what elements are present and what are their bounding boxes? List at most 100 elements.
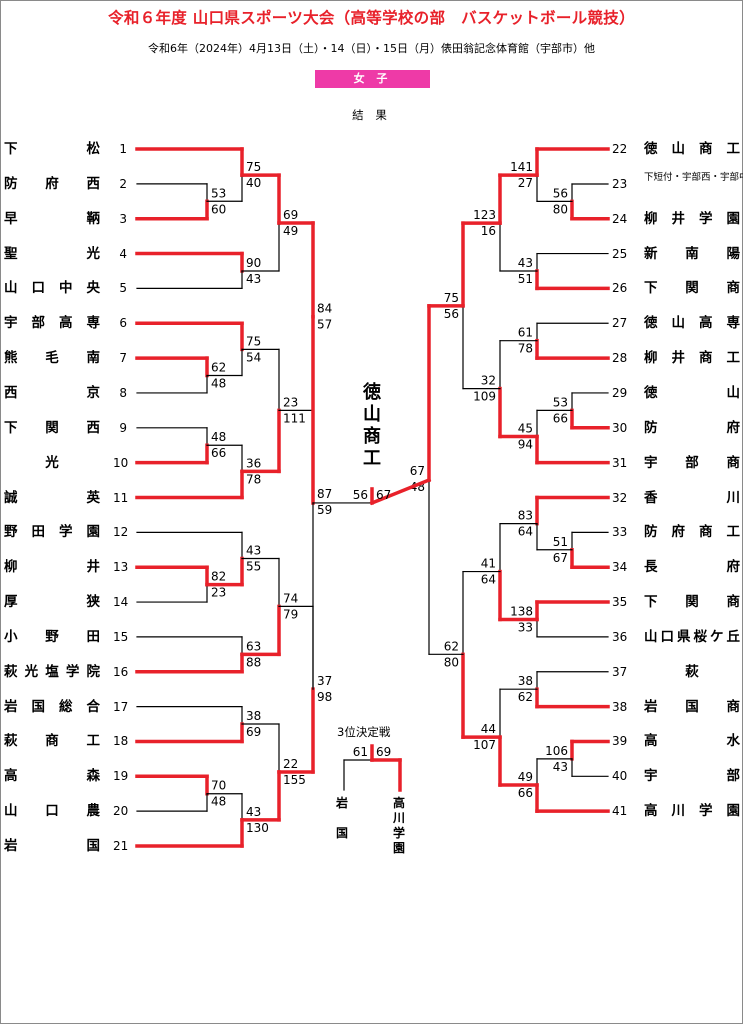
- final-score-left: 56: [353, 488, 368, 502]
- team-name: 宇部高専: [4, 315, 100, 332]
- score: 66: [553, 411, 568, 425]
- team-seed: 40: [612, 769, 628, 784]
- team-name: 高水: [644, 733, 740, 750]
- third-place-left-team: 岩国: [335, 796, 348, 840]
- score: 83: [518, 509, 533, 523]
- score: 51: [553, 535, 568, 549]
- score: 98: [317, 690, 332, 704]
- score: 67: [410, 464, 425, 478]
- team-name: 山口農: [4, 803, 100, 820]
- score: 54: [246, 350, 261, 364]
- score: 56: [553, 186, 568, 200]
- score: 75: [444, 291, 459, 305]
- team-name: 新南陽: [644, 245, 740, 262]
- score: 69: [283, 208, 298, 222]
- score: 94: [518, 438, 533, 452]
- score: 62: [518, 690, 533, 704]
- score: 141: [510, 160, 533, 174]
- score: 78: [246, 472, 261, 486]
- team-seed: 7: [119, 351, 127, 366]
- third-place-score-right: 69: [376, 745, 391, 759]
- team-seed: 4: [119, 246, 127, 261]
- team-seed: 39: [612, 734, 628, 749]
- champion-label: 徳山商工: [363, 382, 381, 469]
- team-name: 柳井学園: [644, 210, 740, 227]
- score: 37: [317, 674, 332, 688]
- score: 64: [518, 525, 533, 539]
- score: 38: [518, 674, 533, 688]
- final-line-right: [369, 477, 432, 506]
- score: 123: [473, 208, 496, 222]
- team-seed: 13: [113, 560, 129, 575]
- team-name: 香川: [644, 489, 740, 506]
- score: 66: [518, 786, 533, 800]
- score: 79: [283, 607, 298, 621]
- team-seed: 36: [612, 629, 628, 644]
- team-name: 防府西: [4, 175, 100, 192]
- team-name: 萩光塩学院: [4, 663, 100, 680]
- team-seed: 6: [119, 316, 127, 331]
- score: 57: [317, 318, 332, 332]
- score: 43: [246, 805, 261, 819]
- score: 43: [246, 272, 261, 286]
- score: 61: [518, 326, 533, 340]
- team-seed: 33: [612, 525, 628, 540]
- team-seed: 37: [612, 664, 628, 679]
- score: 40: [246, 176, 261, 190]
- team-seed: 29: [612, 385, 628, 400]
- team-seed: 17: [113, 699, 129, 714]
- team-name: 高森: [4, 768, 100, 785]
- score: 48: [211, 795, 226, 809]
- score: 138: [510, 604, 533, 618]
- team-seed: 16: [113, 664, 129, 679]
- score: 62: [444, 639, 459, 653]
- score: 48: [211, 377, 226, 391]
- team-name: 柳井商工: [644, 350, 740, 367]
- team-seed: 25: [612, 246, 628, 261]
- team-seed: 24: [612, 211, 628, 226]
- team-seed: 12: [113, 525, 129, 540]
- score: 64: [481, 573, 496, 587]
- score: 67: [553, 551, 568, 565]
- gender-badge: 女 子: [315, 70, 430, 88]
- score: 60: [211, 202, 226, 216]
- score: 56: [444, 307, 459, 321]
- team-seed: 9: [119, 420, 127, 435]
- team-seed: 34: [612, 560, 628, 575]
- score: 63: [246, 639, 261, 653]
- team-name: 聖光: [4, 245, 100, 262]
- score: 49: [518, 770, 533, 784]
- team-name: 徳山高専: [644, 315, 740, 332]
- score: 36: [246, 456, 261, 470]
- team-name: 徳山: [644, 384, 740, 401]
- score: 109: [473, 390, 496, 404]
- score: 106: [545, 744, 568, 758]
- score: 80: [444, 655, 459, 669]
- score: 66: [211, 446, 226, 460]
- team-seed: 31: [612, 455, 628, 470]
- third-place-title: 3位決定戦: [337, 725, 391, 739]
- team-seed: 19: [113, 769, 129, 784]
- score: 87: [317, 487, 332, 501]
- score: 23: [283, 395, 298, 409]
- score: 80: [553, 202, 568, 216]
- team-seed: 30: [612, 420, 628, 435]
- team-name: 光: [45, 454, 59, 471]
- score: 43: [553, 760, 568, 774]
- team-name: 防府: [644, 419, 740, 436]
- team-seed: 20: [113, 804, 129, 819]
- team-seed: 41: [612, 804, 628, 819]
- team-seed: 15: [113, 629, 129, 644]
- team-seed: 2: [119, 176, 127, 191]
- score: 53: [553, 395, 568, 409]
- team-seed: 23: [612, 177, 628, 191]
- team-name: 長府: [644, 559, 740, 576]
- score: 51: [518, 272, 533, 286]
- third-place-right-team: 高川学園: [392, 796, 405, 855]
- result-label: 結 果: [352, 108, 391, 122]
- score: 107: [473, 738, 496, 752]
- team-seed: 27: [612, 316, 628, 331]
- score: 78: [518, 342, 533, 356]
- team-seed: 10: [113, 455, 129, 470]
